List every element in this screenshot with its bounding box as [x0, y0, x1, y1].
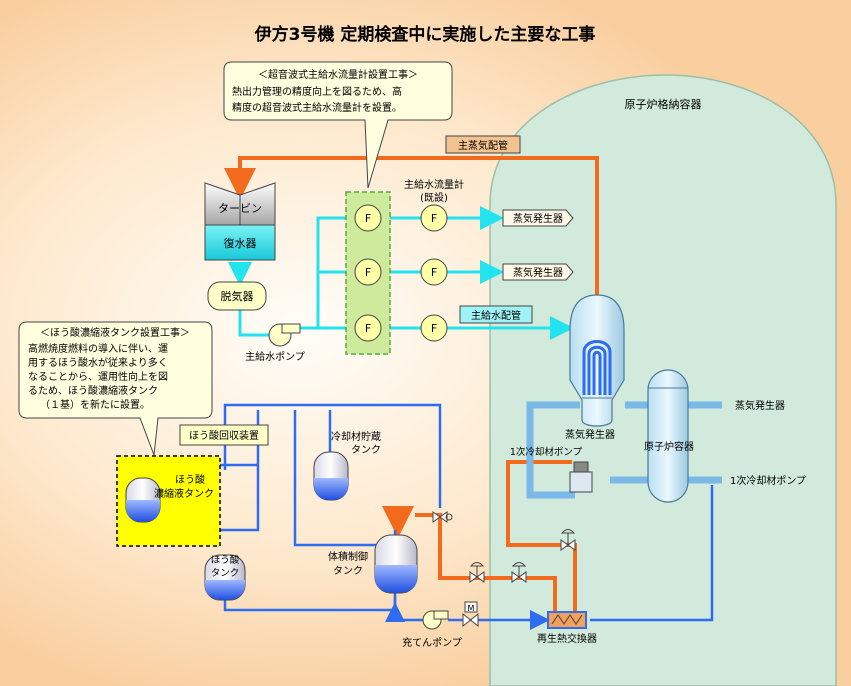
flowmeter-new-2	[354, 258, 382, 286]
reactor-vessel	[647, 369, 689, 503]
main-feed-pump	[268, 323, 301, 347]
coolant-storage-label-2: タンク	[351, 444, 381, 456]
regen-hx-label: 再生熱交換器	[537, 632, 597, 645]
main-steam-pipe-label: 主蒸気配管	[458, 139, 508, 152]
containment-label: 原子炉格納容器	[625, 97, 702, 111]
main-steam-line	[224, 156, 599, 300]
boric-recovery-label: ほう酸回収装置	[189, 429, 259, 442]
callout-boric-heading: ＜ほう酸濃縮液タンク設置工事＞	[40, 326, 190, 339]
flowmeter-existing-1	[420, 204, 448, 232]
valve-stems	[445, 513, 576, 577]
flow-symbol: F	[365, 212, 371, 225]
page-title: 伊方3号機 定期検査中に実施した主要な工事	[254, 24, 596, 45]
main-feed-pipe-tag	[459, 305, 533, 324]
vct-label-1: 体積制御	[328, 550, 368, 563]
to-sg-label: 蒸気発生器	[513, 266, 563, 279]
steam-generator-label: 蒸気発生器	[565, 428, 615, 441]
volume-control-tank	[374, 534, 418, 594]
flow-symbol: F	[431, 266, 437, 279]
callout-boric	[18, 321, 213, 456]
main-feed-pump-label: 主給水ポンプ	[245, 350, 305, 363]
callout-boric-line5: （１基）を新たに設置。	[40, 398, 150, 411]
charging-pump	[422, 610, 449, 630]
callout-flowmeter-line2: 精度の超音波式主給水流量計を設置。	[232, 101, 402, 114]
callout-boric-line1: 高燃焼度燃料の導入に伴い、運	[28, 342, 168, 355]
flowmeter-new-1	[354, 204, 382, 232]
boric-acid-tank	[204, 554, 246, 601]
vct-label-2: タンク	[333, 565, 363, 577]
flow-symbol: F	[365, 266, 371, 279]
boric-conc-tank	[125, 477, 161, 523]
motor-valve	[462, 601, 479, 628]
rcs-loop	[526, 401, 722, 499]
steam-generator	[569, 294, 625, 427]
deaerator-outlet-line	[238, 310, 270, 337]
turbine-label: タービン	[218, 202, 262, 215]
boric-conc-label-1: ほう酸	[175, 473, 205, 486]
letdown-return-line	[415, 513, 557, 620]
sg-right-label: 蒸気発生器	[735, 399, 785, 412]
callout-flowmeter-line1: 熱出力管理の精度向上を図るため、高	[232, 85, 402, 98]
to-sg-label: 蒸気発生器	[513, 212, 563, 225]
condenser-label: 復水器	[224, 237, 257, 250]
motor-valve-label: M	[468, 604, 475, 613]
flow-symbol: F	[365, 322, 371, 335]
boric-recovery-unit	[179, 424, 269, 446]
boric-conc-label-2: 濃縮液タンク	[154, 487, 214, 500]
flow-symbol: F	[431, 212, 437, 225]
existing-flowmeter-label: 主給水流量計	[404, 178, 464, 191]
main-steam-pipe-tag	[445, 135, 521, 154]
flowmeter-existing-3	[420, 314, 448, 342]
existing-flowmeter-sublabel: (既設)	[420, 191, 448, 204]
condenser	[204, 224, 276, 261]
deaerator	[207, 281, 267, 311]
main-feed-pipe-label: 主給水配管	[471, 309, 521, 322]
callout-flowmeter-heading: ＜超音波式主給水流量計設置工事＞	[258, 68, 418, 81]
turbine-unit: タービン 復水器	[204, 182, 276, 261]
to-sg-tag-1	[502, 209, 574, 227]
coolant-storage-tank	[313, 451, 349, 501]
callout-boric-line4: るため、ほう酸濃縮液タンク	[28, 384, 158, 397]
callout-boric-line2: 用するほう酸水が従来より多く	[28, 356, 168, 369]
flowmeter-existing-2	[420, 258, 448, 286]
reactor-coolant-pump	[569, 461, 593, 493]
rcp-right-label: 1次冷却材ポンプ	[730, 474, 806, 487]
flowmeter-new-3	[354, 314, 382, 342]
regen-hx-coil	[551, 614, 583, 625]
boric-tank-label-1: ほう酸	[211, 554, 240, 566]
coolant-storage-label-1: 冷却材貯蔵	[331, 430, 381, 443]
callout-flowmeter	[223, 61, 453, 189]
charging-pump-label: 充てんポンプ	[402, 636, 462, 649]
callout-boric-line3: なることから、運用性向上を図	[28, 370, 168, 383]
to-sg-tag-2	[502, 263, 574, 281]
boric-tank-label-2: タンク	[211, 568, 240, 579]
reactor-vessel-label: 原子炉容器	[644, 440, 694, 453]
rcp-label: 1次冷却材ポンプ	[510, 446, 583, 458]
flow-symbol: F	[431, 322, 437, 335]
deaerator-label: 脱気器	[221, 289, 254, 303]
